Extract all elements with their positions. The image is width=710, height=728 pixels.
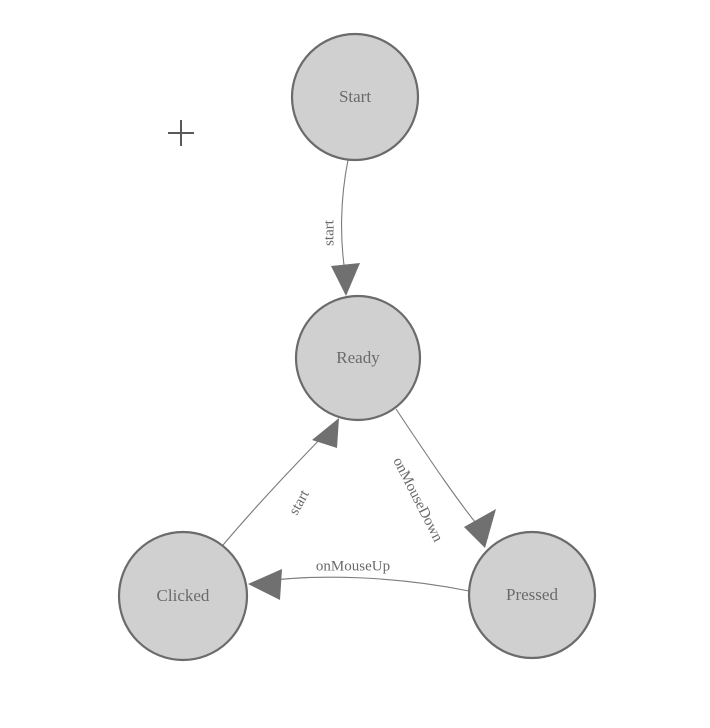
edge-start-to-ready[interactable]: start xyxy=(321,159,360,296)
node-circle[interactable] xyxy=(294,294,422,422)
edge-ready-to-pressed[interactable]: onMouseDown xyxy=(389,408,496,548)
node-layer: Start Ready Clicked Pressed xyxy=(117,32,597,662)
arrowhead-icon xyxy=(248,569,282,600)
edge-pressed-to-clicked[interactable]: onMouseUp xyxy=(248,558,470,600)
node-circle[interactable] xyxy=(290,32,420,162)
node-label-pressed: Pressed xyxy=(506,585,558,604)
edge-label-pressed-to-clicked: onMouseUp xyxy=(316,558,390,574)
edge-label-start-to-ready: start xyxy=(321,219,337,246)
node-circle[interactable] xyxy=(467,530,597,660)
arrowhead-icon xyxy=(464,509,496,548)
edge-clicked-to-ready[interactable]: start xyxy=(222,418,339,546)
edge-label-clicked-to-ready: start xyxy=(286,487,313,518)
node-start[interactable]: Start xyxy=(290,32,420,162)
node-circle[interactable] xyxy=(117,530,249,662)
node-pressed[interactable]: Pressed xyxy=(467,530,597,660)
edge-line[interactable] xyxy=(256,576,470,592)
cursor-crosshair-icon xyxy=(168,120,194,146)
edge-label-ready-to-pressed: onMouseDown xyxy=(389,455,445,545)
arrowhead-icon xyxy=(312,418,339,448)
node-label-start: Start xyxy=(339,87,371,106)
edge-line[interactable] xyxy=(341,159,349,273)
node-label-ready: Ready xyxy=(336,348,380,367)
node-clicked[interactable]: Clicked xyxy=(117,530,249,662)
node-label-clicked: Clicked xyxy=(157,586,210,605)
edge-line[interactable] xyxy=(222,433,326,546)
node-ready[interactable]: Ready xyxy=(294,294,422,422)
arrowhead-icon xyxy=(331,263,360,296)
